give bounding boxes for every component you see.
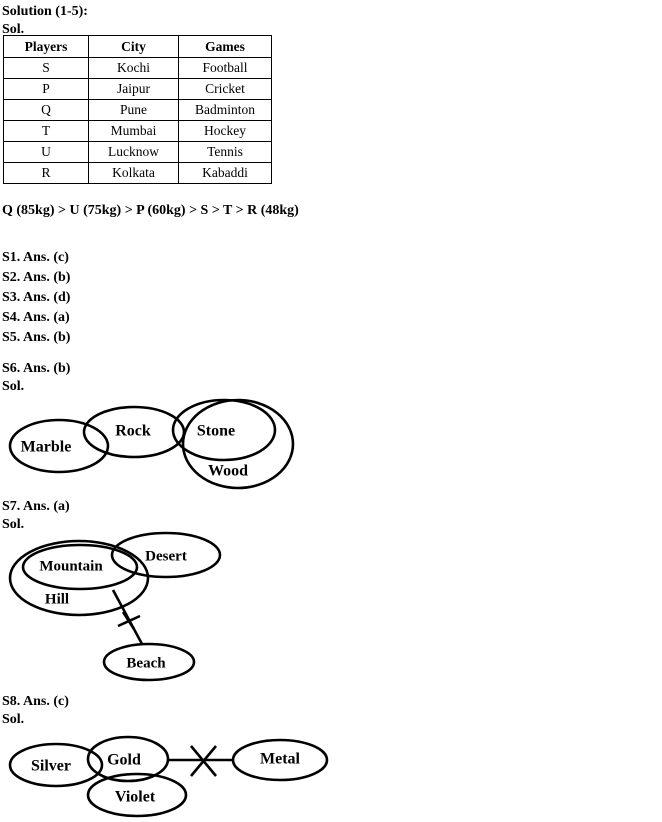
table-cell-player: R [3, 162, 89, 184]
table-row: T Mumbai Hockey [3, 120, 272, 142]
answer-s3: S3. Ans. (d) [2, 290, 71, 305]
venn-ellipse-stone [171, 398, 277, 462]
table-header-city: City [88, 35, 179, 58]
solution-heading: Solution (1-5): [2, 4, 88, 19]
table-row: Q Pune Badminton [3, 99, 272, 121]
table-header-players: Players [3, 35, 89, 58]
table-cell-city: Kolkata [88, 162, 179, 184]
venn-label-marble: Marble [21, 439, 72, 456]
answer-s7-sol-label: Sol. [2, 517, 25, 532]
table-header-row: Players City Games [3, 35, 272, 58]
table-cell-game: Cricket [178, 78, 272, 100]
table-cell-game: Hockey [178, 120, 272, 142]
venn-label-stone: Stone [197, 423, 235, 440]
answer-s4: S4. Ans. (a) [2, 310, 70, 325]
venn-label-silver: Silver [31, 758, 71, 775]
players-city-games-table: Players City Games S Kochi Football P Ja… [3, 35, 272, 184]
venn-label-beach: Beach [126, 655, 166, 671]
answer-s7-heading: S7. Ans. (a) [2, 499, 70, 514]
table-cell-city: Kochi [88, 57, 179, 79]
venn-ellipse-desert [110, 531, 222, 579]
table-cell-city: Pune [88, 99, 179, 121]
venn-ellipse-mountain [21, 543, 139, 591]
venn-label-rock: Rock [115, 423, 151, 440]
venn-label-gold: Gold [107, 752, 141, 769]
table-cell-city: Lucknow [88, 141, 179, 163]
answer-s2: S2. Ans. (b) [2, 270, 71, 285]
table-cell-player: T [3, 120, 89, 142]
venn-label-metal: Metal [260, 751, 301, 768]
venn-ellipse-beach [102, 642, 196, 682]
table-cell-game: Badminton [178, 99, 272, 121]
table-cell-player: Q [3, 99, 89, 121]
venn-ellipse-silver [8, 742, 104, 788]
table-cell-city: Jaipur [88, 78, 179, 100]
table-cell-city: Mumbai [88, 120, 179, 142]
answer-s6-heading: S6. Ans. (b) [2, 361, 71, 376]
venn-label-violet: Violet [115, 789, 156, 806]
venn-ellipse-rock [82, 405, 186, 459]
table-cell-player: S [3, 57, 89, 79]
table-row: U Lucknow Tennis [3, 141, 272, 163]
table-cell-player: P [3, 78, 89, 100]
venn-label-mountain: Mountain [39, 558, 103, 574]
venn-ellipse-hill [8, 539, 150, 617]
answer-s6-sol-label: Sol. [2, 379, 25, 394]
answer-s5: S5. Ans. (b) [2, 330, 71, 345]
venn-diagram-s7: Mountain Desert Hill Beach [0, 528, 250, 688]
venn-diagram-s8: Silver Gold Violet Metal [0, 732, 350, 822]
table-row: R Kolkata Kabaddi [3, 162, 272, 184]
answer-list: S1. Ans. (c) S2. Ans. (b) S3. Ans. (d) S… [2, 248, 70, 348]
table-header-games: Games [178, 35, 272, 58]
answer-s8-sol-label: Sol. [2, 712, 25, 727]
table-cell-player: U [3, 141, 89, 163]
answer-s8-heading: S8. Ans. (c) [2, 694, 69, 709]
table-row: S Kochi Football [3, 57, 272, 79]
venn-label-hill: Hill [45, 591, 69, 607]
venn-diagram-s6: Marble Rock Stone Wood [0, 392, 330, 497]
answer-s1: S1. Ans. (c) [2, 250, 69, 265]
venn-ellipse-violet [86, 772, 188, 818]
table-cell-game: Football [178, 57, 272, 79]
cross-mark-gold-metal [190, 745, 217, 777]
venn-label-desert: Desert [145, 548, 187, 564]
table-row: P Jaipur Cricket [3, 78, 272, 100]
solution-sol-label: Sol. [2, 22, 25, 37]
venn-ellipse-marble [8, 418, 110, 474]
table-cell-game: Kabaddi [178, 162, 272, 184]
weight-ranking-line: Q (85kg) > U (75kg) > P (60kg) > S > T >… [2, 203, 299, 218]
cross-mark-hill-beach [117, 611, 141, 630]
table-cell-game: Tennis [178, 141, 272, 163]
venn-label-wood: Wood [208, 463, 248, 480]
